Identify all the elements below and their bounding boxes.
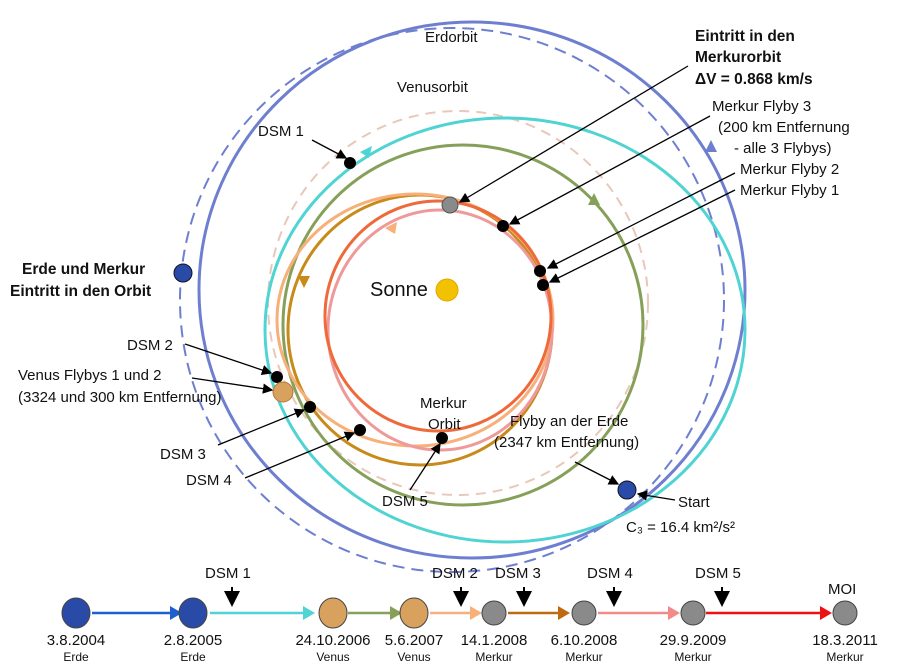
event-points bbox=[271, 157, 549, 444]
earth-flyby-label: (2347 km Entfernung) bbox=[494, 434, 639, 451]
dsm2-point bbox=[271, 371, 283, 383]
timeline-body: Erde bbox=[180, 650, 206, 664]
earth-orbit-label: Erdorbit bbox=[425, 29, 478, 46]
timeline-body: Merkur bbox=[475, 650, 512, 664]
direction-arrow bbox=[298, 276, 310, 288]
mercury-flyby-1-label: Merkur Flyby 1 bbox=[740, 182, 839, 199]
moi-label: Eintritt in den bbox=[695, 28, 795, 45]
timeline-body: Erde bbox=[63, 650, 89, 664]
timeline-date: 3.8.2004 bbox=[47, 632, 105, 649]
mercury-flyby-3-label: Merkur Flyby 3 bbox=[712, 98, 811, 115]
sun-icon bbox=[435, 278, 459, 302]
mercury-flyby-3-label: (200 km Entfernung bbox=[718, 119, 850, 136]
mercury-icon bbox=[481, 600, 507, 626]
dsm2-label: DSM 2 bbox=[127, 337, 173, 354]
timeline-dsm5: DSM 5 bbox=[695, 565, 741, 582]
timeline-body: Venus bbox=[316, 650, 349, 664]
timeline-date: 5.6.2007 bbox=[385, 632, 443, 649]
direction-arrow bbox=[588, 193, 600, 205]
pointer-lines bbox=[184, 65, 736, 501]
direction-arrow bbox=[705, 140, 717, 152]
green-transfer-orbit bbox=[281, 143, 645, 507]
direction-arrow bbox=[360, 146, 372, 158]
venus-icon bbox=[318, 597, 348, 629]
mercury-flyby-3-label: - alle 3 Flybys) bbox=[734, 140, 832, 157]
timeline bbox=[92, 606, 832, 620]
dsm1-point bbox=[344, 157, 356, 169]
timeline-dsm1: DSM 1 bbox=[205, 565, 251, 582]
cyan-transfer-orbit bbox=[263, 116, 747, 544]
peach-transfer-orbit bbox=[275, 192, 555, 448]
direction-arrow bbox=[385, 222, 397, 234]
venus-icon bbox=[272, 381, 294, 403]
timeline-body: Merkur bbox=[565, 650, 602, 664]
mercury-icon bbox=[441, 196, 459, 214]
mercury-flyby-1-point bbox=[537, 279, 549, 291]
mercury-icon bbox=[680, 600, 706, 626]
mercury-icon bbox=[571, 600, 597, 626]
moi-label: Merkurorbit bbox=[695, 49, 781, 66]
timeline-moi: MOI bbox=[828, 581, 856, 598]
venus-flybys-label: Venus Flybys 1 und 2 bbox=[18, 367, 161, 384]
timeline-date: 2.8.2005 bbox=[164, 632, 222, 649]
mercury-flyby-3-point bbox=[497, 220, 509, 232]
timeline-date: 6.10.2008 bbox=[551, 632, 618, 649]
dsm5-label: DSM 5 bbox=[382, 493, 428, 510]
moi-delta-v: ΔV = 0.868 km/s bbox=[695, 71, 813, 88]
earth-orbit-dashed bbox=[179, 27, 725, 573]
earth-transfer-orbit bbox=[197, 20, 747, 560]
earth-mercury-label: Erde und Merkur bbox=[22, 261, 145, 278]
mercury-icon bbox=[832, 600, 858, 626]
timeline-date: 18.3.2011 bbox=[812, 632, 878, 649]
dsm4-label: DSM 4 bbox=[186, 472, 232, 489]
timeline-date: 14.1.2008 bbox=[461, 632, 528, 649]
timeline-date: 29.9.2009 bbox=[660, 632, 727, 649]
earth-icon bbox=[173, 263, 193, 283]
start-label: Start bbox=[678, 494, 711, 511]
dsm4-point bbox=[354, 424, 366, 436]
timeline-body: Merkur bbox=[826, 650, 863, 664]
earth-mercury-label: Eintritt in den Orbit bbox=[10, 283, 151, 300]
mercury-orbit-label: Orbit bbox=[428, 416, 461, 433]
timeline-dsm4: DSM 4 bbox=[587, 565, 633, 582]
earth-icon bbox=[617, 480, 637, 500]
venus-icon bbox=[399, 597, 429, 629]
dsm1-label: DSM 1 bbox=[258, 123, 304, 140]
dsm3-point bbox=[304, 401, 316, 413]
mercury-orbit-label: Merkur bbox=[420, 395, 467, 412]
sun-label: Sonne bbox=[370, 279, 428, 301]
mercury-orbit bbox=[323, 199, 553, 433]
c3-label: C₃ = 16.4 km²/s² bbox=[626, 519, 735, 536]
timeline-dsm2: DSM 2 bbox=[432, 565, 478, 582]
timeline-body: Venus bbox=[397, 650, 430, 664]
venus-orbit-label: Venusorbit bbox=[397, 79, 469, 96]
earth-icon bbox=[61, 597, 91, 629]
timeline-body: Merkur bbox=[674, 650, 711, 664]
mercury-flyby-2-label: Merkur Flyby 2 bbox=[740, 161, 839, 178]
earth-icon bbox=[178, 597, 208, 629]
dsm3-label: DSM 3 bbox=[160, 446, 206, 463]
timeline-date: 24.10.2006 bbox=[295, 632, 370, 649]
venus-flybys-label: (3324 und 300 km Entfernung) bbox=[18, 389, 221, 406]
timeline-dsm3: DSM 3 bbox=[495, 565, 541, 582]
mercury-flyby-2-point bbox=[534, 265, 546, 277]
dsm5-point bbox=[436, 432, 448, 444]
earth-flyby-label: Flyby an der Erde bbox=[510, 413, 628, 430]
timeline-markers bbox=[224, 587, 730, 607]
